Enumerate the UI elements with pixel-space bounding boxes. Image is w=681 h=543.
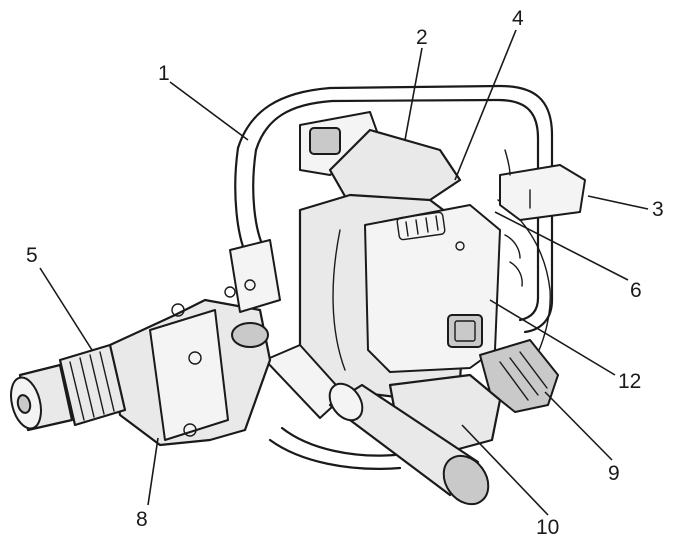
callout-4: 4 [512,7,524,30]
callout-labels: 1 2 3 4 5 6 8 9 10 12 [26,7,664,539]
callout-12: 12 [618,370,641,393]
callout-5: 5 [26,244,38,267]
leader-4 [454,29,517,181]
leader-lines [39,29,649,516]
leader-1 [169,81,249,141]
tubular-frame [234,84,554,334]
callout-6: 6 [630,279,642,302]
leader-6 [494,211,629,281]
gear-case [108,239,281,447]
leader-8 [147,437,159,506]
callout-2: 2 [416,26,428,49]
callout-3: 3 [652,198,664,221]
leader-9 [544,391,613,461]
leader-12 [489,299,616,376]
callout-9: 9 [608,462,620,485]
callout-8: 8 [136,508,148,531]
leader-2 [404,47,423,141]
leader-5 [39,267,93,351]
rear-plate [299,111,551,381]
starter-cover [364,204,501,373]
spark-plug-cap [499,149,586,221]
leader-10 [461,424,549,516]
callout-1: 1 [158,62,170,85]
lower-skid [268,426,402,470]
side-handle [264,344,490,506]
leader-3 [587,195,649,210]
drill-chuck [10,343,127,432]
callout-10: 10 [536,516,559,539]
